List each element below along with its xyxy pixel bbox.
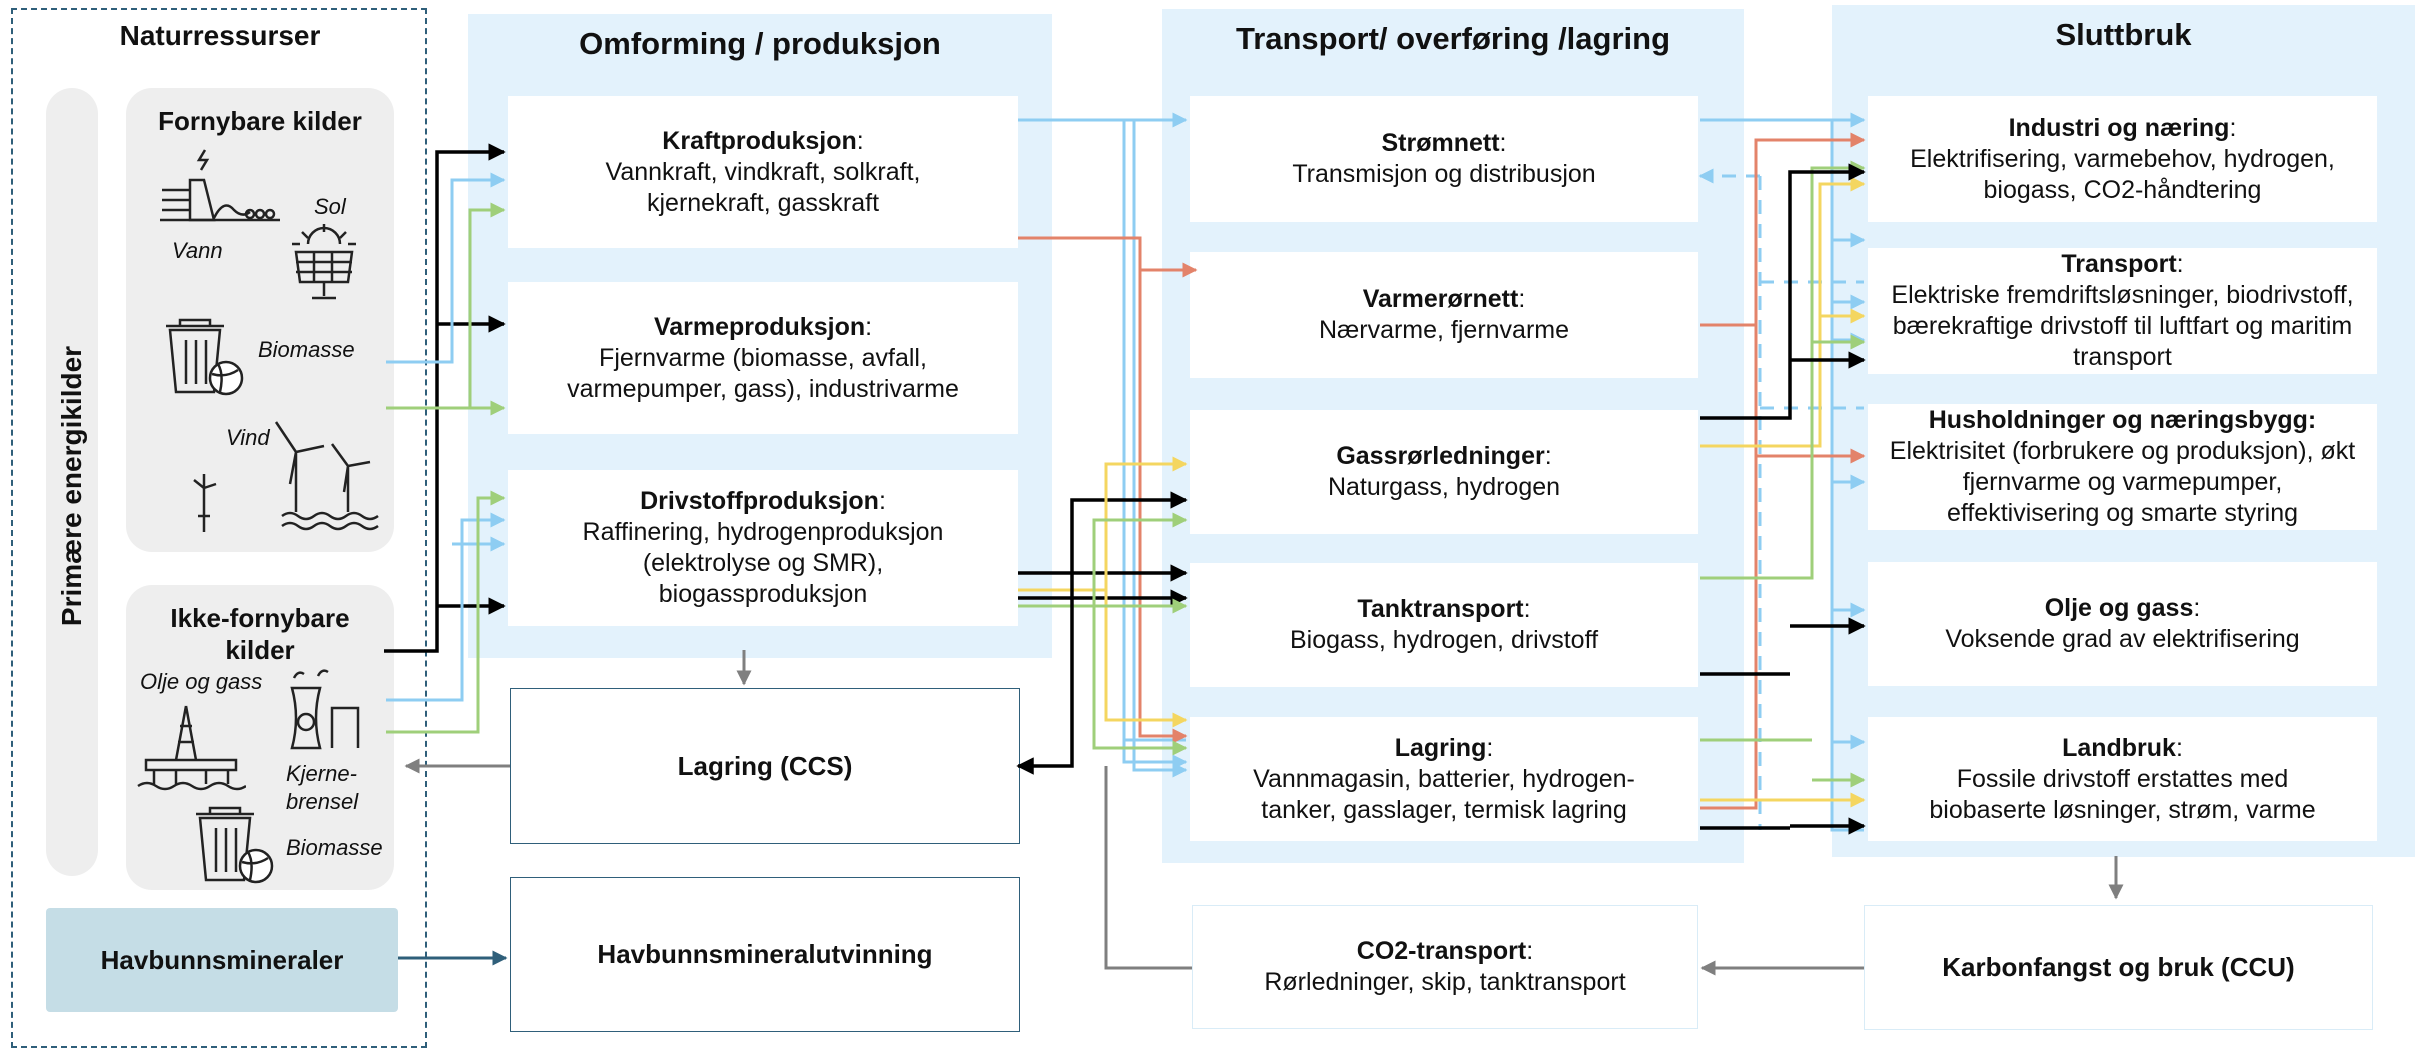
flow-arrow-18 <box>1138 270 1188 744</box>
flow-arrow-9 <box>386 490 506 734</box>
solar-panel-icon <box>292 224 356 300</box>
varmeproduksjon-title: Varmeproduksjon <box>653 312 866 341</box>
label-biomasse-nonrenewable: Biomasse <box>286 835 383 860</box>
ccu-box: Karbonfangst og bruk (CCU) <box>1864 905 2373 1030</box>
varmerornett-title: Varmerørnett <box>1362 285 1519 313</box>
kraftproduksjon-title: Kraftproduksjon <box>662 126 857 155</box>
flow-arrow-24 <box>1018 512 1188 608</box>
nuclear-plant-icon <box>290 669 360 750</box>
tanktransport-title: Tanktransport <box>1357 595 1524 623</box>
label-vann: Vann <box>172 238 223 263</box>
flow-arrow-26 <box>1092 606 1188 756</box>
label-kjernebrensel: Kjerne-brensel <box>286 761 359 814</box>
label-olje-og-gass: Olje og gass <box>140 669 263 694</box>
lagring-box: Lagring: Vannmagasin, batterier, hydroge… <box>1190 717 1698 841</box>
natural-resources-title: Naturressurser <box>119 20 321 51</box>
flow-arrow-27 <box>1016 573 1074 775</box>
renewable-title: Fornybare kilder <box>158 106 362 136</box>
conversion-title: Omforming / produksjon <box>579 26 941 61</box>
drivstoffproduksjon-title: Drivstoffproduksjon <box>640 487 879 515</box>
nonrenewable-group <box>126 585 394 890</box>
flow-arrow-45 <box>1700 325 1758 810</box>
tanktransport-box: Tanktransport: Biogass, hydrogen, drivst… <box>1190 563 1698 687</box>
seabed-mining-label: Havbunnsmineralutvinning <box>597 939 933 969</box>
label-vind: Vind <box>226 425 270 450</box>
flow-arrow-54 <box>1700 163 1866 420</box>
wind-turbine-icon <box>193 421 379 532</box>
label-sol: Sol <box>314 194 346 219</box>
flow-arrow-4 <box>386 172 506 364</box>
stromnett-box: Strømnett: Transmisjon og distribusjon <box>1190 96 1698 222</box>
gassrorledninger-box: Gassrørledninger: Naturgass, hydrogen <box>1190 410 1698 534</box>
seabed-minerals-box: Havbunnsmineraler <box>46 908 398 1012</box>
varmeproduksjon-box: Varmeproduksjon: Fjernvarme (biomasse, a… <box>508 282 1018 434</box>
transport-enduse-box: Transport: Elektriske fremdriftsløsninge… <box>1868 248 2377 374</box>
industri-text: Elektrifisering, varmebehov, hydrogen, b… <box>1910 144 2335 204</box>
hydropower-icon <box>160 149 280 222</box>
kraftproduksjon-box: Kraftproduksjon: Vannkraft, vindkraft, s… <box>508 96 1018 248</box>
transport-enduse-title: Transport <box>2061 250 2177 278</box>
olje-og-gass-text: Voksende grad av elektrifisering <box>1945 625 2300 653</box>
flow-arrow-6 <box>386 512 506 702</box>
landbruk-text: Fossile drivstoff erstattes med biobaser… <box>1929 764 2316 824</box>
lagring-text: Vannmagasin, batterier, hydrogen-tanker,… <box>1253 764 1635 824</box>
seabed-minerals-label: Havbunnsmineraler <box>100 944 344 975</box>
flow-arrow-32 <box>1830 120 1864 832</box>
waste-bin-icon-2 <box>196 806 274 884</box>
seabed-mining-box: Havbunnsmineralutvinning <box>510 877 1020 1032</box>
gassrorledninger-text: Naturgass, hydrogen <box>1327 473 1561 501</box>
drivstoffproduksjon-text: Raffinering, hydrogenproduksjon (elektro… <box>582 518 944 608</box>
kraftproduksjon-text: Vannkraft, vindkraft, solkraft, kjernekr… <box>605 157 921 217</box>
transport-title: Transport/ overføring /lagring <box>1235 21 1671 56</box>
olje-og-gass-box: Olje og gass: Voksende grad av elektrifi… <box>1868 562 2377 686</box>
flow-arrow-43 <box>1700 132 1866 327</box>
transport-enduse-text: Elektriske fremdriftsløsninger, biodrivs… <box>1891 281 2354 371</box>
ccs-storage-box: Lagring (CCS) <box>510 688 1020 844</box>
flow-arrow-50 <box>1700 160 1866 580</box>
flow-arrow-14 <box>1122 120 1188 770</box>
renewable-group <box>126 88 394 552</box>
industri-box: Industri og næring: Elektrifisering, var… <box>1868 96 2377 222</box>
stromnett-title: Strømnett <box>1381 129 1500 157</box>
enduse-title: Sluttbruk <box>2055 17 2192 52</box>
nonrenewable-title: Ikke-fornybare kilder <box>170 603 350 665</box>
ccu-label: Karbonfangst og bruk (CCU) <box>1942 952 2295 982</box>
flow-arrow-23 <box>1104 590 1188 728</box>
flow-arrow-22 <box>1018 456 1188 592</box>
flow-arrow-1 <box>384 143 506 653</box>
olje-og-gass-title: Olje og gass <box>2044 594 2194 622</box>
landbruk-title: Landbruk <box>2062 733 2176 762</box>
varmerornett-text: Nærvarme, fjernvarme <box>1318 316 1570 344</box>
lagring-title: Lagring <box>1394 733 1487 762</box>
co2-transport-title: CO2-transport <box>1356 937 1527 965</box>
stromnett-text: Transmisjon og distribusjon <box>1292 160 1596 188</box>
label-biomasse-renewable: Biomasse <box>258 337 355 362</box>
husholdninger-text: Elektrisitet (forbrukere og produksjon),… <box>1889 437 2356 527</box>
flow-arrow-28 <box>1104 766 1192 970</box>
flow-arrow-17 <box>1018 236 1198 278</box>
drivstoffproduksjon-box: Drivstoffproduksjon: Raffinering, hydrog… <box>508 470 1018 626</box>
flow-arrow-7 <box>386 202 506 410</box>
co2-transport-text: Rørledninger, skip, tanktransport <box>1264 968 1626 996</box>
flow-arrow-19 <box>1018 491 1188 575</box>
landbruk-box: Landbruk: Fossile drivstoff erstattes me… <box>1868 717 2377 841</box>
varmeproduksjon-text: Fjernvarme (biomasse, avfall, varmepumpe… <box>567 343 959 403</box>
industri-title: Industri og næring <box>2008 113 2230 142</box>
tanktransport-text: Biogass, hydrogen, drivstoff <box>1289 626 1599 654</box>
co2-transport-box: CO2-transport: Rørledninger, skip, tankt… <box>1192 905 1698 1029</box>
husholdninger-box: Husholdninger og næringsbygg: Elektrisit… <box>1868 404 2377 530</box>
ccs-storage-label: Lagring (CCS) <box>677 750 853 781</box>
flow-arrow-16 <box>1132 120 1188 778</box>
primary-energy-bar <box>46 88 98 876</box>
gassrorledninger-title: Gassrørledninger <box>1336 442 1545 470</box>
varmerornett-box: Varmerørnett: Nærvarme, fjernvarme <box>1190 252 1698 378</box>
waste-bin-icon <box>166 318 244 396</box>
oil-platform-icon <box>137 705 246 791</box>
husholdninger-title: Husholdninger og næringsbygg: <box>1928 406 2317 434</box>
